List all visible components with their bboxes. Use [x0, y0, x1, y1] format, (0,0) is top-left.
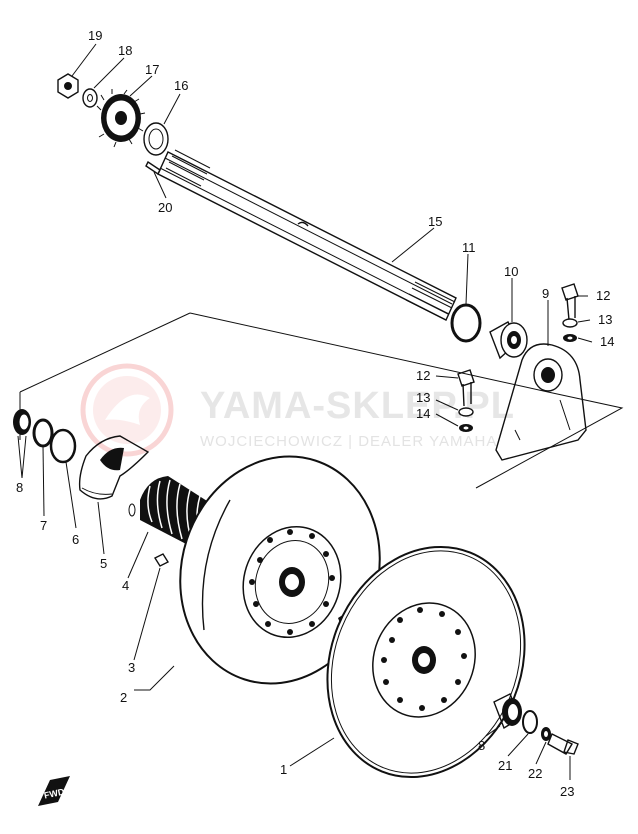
label-part-23: 23 — [560, 784, 574, 799]
label-part-13-lower: 13 — [416, 390, 430, 405]
fwd-badge: FWD — [38, 776, 70, 806]
washer-part-18 — [82, 88, 98, 108]
sheave-bolt-holes — [249, 529, 335, 635]
label-part-18: 18 — [118, 43, 132, 58]
bracket-part-9 — [495, 343, 587, 461]
label-part-4: 4 — [122, 578, 129, 593]
label-part-20: 20 — [158, 200, 172, 215]
watermark: YAMA-SKLEP.PL WOJCIECHOWICZ | DEALER YAM… — [80, 363, 515, 457]
label-part-16: 16 — [174, 78, 188, 93]
key-part-20 — [145, 160, 161, 176]
shaft-splines-bottom — [405, 281, 456, 321]
washer-part-13-upper — [562, 318, 578, 328]
label-part-13-upper: 13 — [598, 312, 612, 327]
label-part-9: 9 — [542, 286, 549, 301]
shaft — [157, 149, 457, 321]
ring-part-6 — [49, 428, 77, 464]
sprocket-part-17 — [96, 89, 146, 148]
label-part-5: 5 — [100, 556, 107, 571]
label-part-12-upper: 12 — [596, 288, 610, 303]
leader-lines — [17, 43, 593, 780]
part-labels: 19 18 17 16 20 15 11 10 9 12 13 14 12 13… — [16, 28, 614, 799]
label-part-8-right: 8 — [478, 738, 485, 753]
cam-part-5 — [78, 435, 150, 500]
bolt-part-23 — [547, 733, 579, 755]
washer-part-22 — [541, 727, 551, 741]
label-part-2: 2 — [120, 690, 127, 705]
watermark-brand: YAMA-SKLEP.PL — [200, 385, 515, 427]
sheave-part-2 — [179, 455, 381, 685]
sheave-part-1 — [326, 545, 526, 779]
label-part-11: 11 — [462, 240, 476, 255]
label-part-19: 19 — [88, 28, 102, 43]
label-part-7: 7 — [40, 518, 47, 533]
label-part-14-lower: 14 — [416, 406, 430, 421]
lockwasher-part-14-upper — [563, 334, 577, 342]
collar-part-16 — [143, 122, 169, 156]
bearing-part-8-right — [493, 693, 522, 730]
watermark-tagline: WOJCIECHOWICZ | DEALER YAMAHA — [200, 433, 497, 450]
label-part-15: 15 — [428, 214, 442, 229]
washer-part-21 — [522, 710, 538, 734]
bolt-part-12-lower — [457, 369, 475, 407]
label-part-22: 22 — [528, 766, 542, 781]
label-part-17: 17 — [145, 62, 159, 77]
label-part-3: 3 — [128, 660, 135, 675]
watermark-logo-icon — [80, 363, 174, 457]
lockwasher-part-14-lower — [459, 424, 473, 432]
label-part-8-left: 8 — [16, 480, 23, 495]
label-part-12-lower: 12 — [416, 368, 430, 383]
o-ring-part-11 — [450, 303, 482, 343]
bearing-part-10 — [489, 321, 528, 360]
label-part-21: 21 — [498, 758, 512, 773]
washer-part-13-lower — [458, 407, 474, 417]
label-part-1: 1 — [280, 762, 287, 777]
fwd-badge-text: FWD — [43, 786, 66, 800]
bearing-part-8-left — [13, 409, 31, 435]
shaft-splines-top — [165, 149, 211, 187]
nut-part-19 — [57, 73, 79, 99]
slider-part-3 — [153, 553, 170, 567]
bolt-part-12-upper — [561, 283, 579, 321]
seal-part-7 — [32, 418, 54, 448]
label-part-14-upper: 14 — [600, 334, 614, 349]
sheave-1-bolt-holes — [381, 607, 467, 711]
label-part-6: 6 — [72, 532, 79, 547]
label-part-10: 10 — [504, 264, 518, 279]
